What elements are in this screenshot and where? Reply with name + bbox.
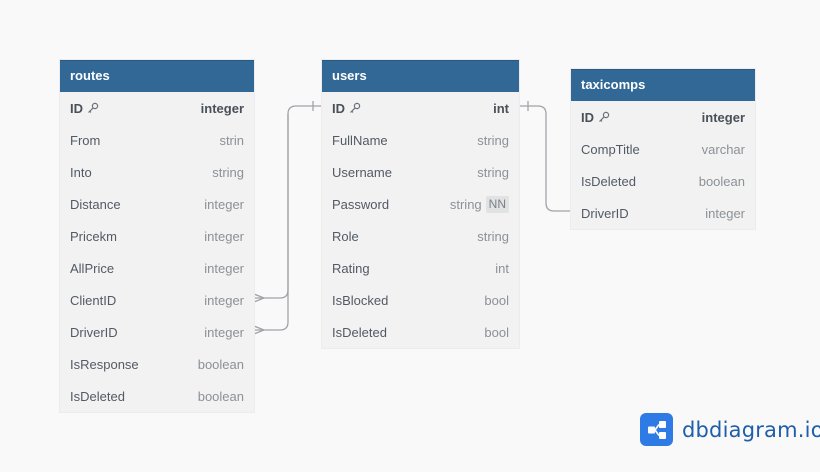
field-row[interactable]: Role string xyxy=(322,220,519,252)
field-row[interactable]: Rating int xyxy=(322,252,519,284)
field-type: boolean xyxy=(698,173,745,189)
field-row[interactable]: CompTitle varchar xyxy=(571,133,755,165)
field-type: int xyxy=(493,100,509,116)
link-users-id-taxicomps-driverid xyxy=(519,105,571,212)
field-name: FullName xyxy=(332,132,388,148)
field-type: integer xyxy=(204,324,244,340)
field-type: boolean xyxy=(197,388,244,404)
brand[interactable]: dbdiagram.io xyxy=(640,413,820,446)
field-row[interactable]: Distance integer xyxy=(60,188,254,220)
key-icon xyxy=(350,102,361,113)
field-type: bool xyxy=(484,292,509,308)
field-row[interactable]: Into string xyxy=(60,156,254,188)
field-name: IsBlocked xyxy=(332,292,389,308)
field-row[interactable]: DriverID integer xyxy=(60,316,254,348)
field-name: ID xyxy=(581,109,594,125)
field-type: integer xyxy=(204,292,244,308)
field-name: ClientID xyxy=(70,292,117,308)
field-row[interactable]: AllPrice integer xyxy=(60,252,254,284)
field-name: IsDeleted xyxy=(581,173,636,189)
field-row[interactable]: Username string xyxy=(322,156,519,188)
field-name: Role xyxy=(332,228,359,244)
field-row[interactable]: IsResponse boolean xyxy=(60,348,254,380)
field-row[interactable]: IsDeleted bool xyxy=(322,316,519,348)
many-marker-driverid xyxy=(253,325,266,335)
link-routes-driverid-users-id xyxy=(254,114,289,331)
field-row[interactable]: Pricekm integer xyxy=(60,220,254,252)
field-type: integer xyxy=(200,100,244,116)
field-type: strin xyxy=(219,132,244,148)
field-name: IsDeleted xyxy=(332,324,387,340)
field-type: string xyxy=(212,164,244,180)
not-null-badge: NN xyxy=(485,195,509,213)
field-name: ID xyxy=(70,100,83,116)
field-type: integer xyxy=(701,109,745,125)
brand-name: dbdiagram.io xyxy=(682,417,820,442)
field-name: DriverID xyxy=(581,205,629,221)
field-type: integer xyxy=(705,205,745,221)
table-routes-header[interactable]: routes xyxy=(60,60,254,92)
many-marker-clientid xyxy=(253,293,266,303)
field-name: IsDeleted xyxy=(70,388,125,404)
table-users-header[interactable]: users xyxy=(322,60,519,92)
field-row[interactable]: ClientID integer xyxy=(60,284,254,316)
field-type: varchar xyxy=(701,141,745,157)
field-name: Rating xyxy=(332,260,370,276)
field-type: integer xyxy=(204,228,244,244)
field-type: integer xyxy=(204,260,244,276)
field-row[interactable]: From strin xyxy=(60,124,254,156)
field-name: IsResponse xyxy=(70,356,139,372)
field-row[interactable]: IsDeleted boolean xyxy=(60,380,254,412)
field-name: Password xyxy=(332,196,390,212)
field-row[interactable]: IsDeleted boolean xyxy=(571,165,755,197)
dbdiagram-logo-icon xyxy=(640,413,673,446)
field-row[interactable]: ID integer xyxy=(60,92,254,124)
field-name: CompTitle xyxy=(581,141,640,157)
field-row[interactable]: ID integer xyxy=(571,101,755,133)
field-name: Pricekm xyxy=(70,228,117,244)
field-name: ID xyxy=(332,100,345,116)
field-name: DriverID xyxy=(70,324,118,340)
field-name: Username xyxy=(332,164,392,180)
table-taxicomps[interactable]: taxicomps ID integer CompTitle varchar Is… xyxy=(571,69,755,229)
table-routes[interactable]: routes ID integer From strin Into string D… xyxy=(60,60,254,412)
field-row[interactable]: FullName string xyxy=(322,124,519,156)
field-name: Into xyxy=(70,164,92,180)
field-type: integer xyxy=(204,196,244,212)
field-type: string xyxy=(477,132,509,148)
field-row[interactable]: DriverID integer xyxy=(571,197,755,229)
field-type: bool xyxy=(484,324,509,340)
field-type: int xyxy=(495,260,509,276)
field-type: string xyxy=(449,196,482,212)
table-users[interactable]: users ID int FullName string Username stri… xyxy=(322,60,519,348)
key-icon xyxy=(599,111,610,122)
field-type: string xyxy=(477,228,509,244)
field-type: string xyxy=(477,164,509,180)
field-row[interactable]: IsBlocked bool xyxy=(322,284,519,316)
field-name: From xyxy=(70,132,101,148)
field-name: AllPrice xyxy=(70,260,115,276)
table-taxicomps-header[interactable]: taxicomps xyxy=(571,69,755,101)
field-type: boolean xyxy=(197,356,244,372)
field-row[interactable]: ID int xyxy=(322,92,519,124)
field-name: Distance xyxy=(70,196,121,212)
key-icon xyxy=(88,102,99,113)
